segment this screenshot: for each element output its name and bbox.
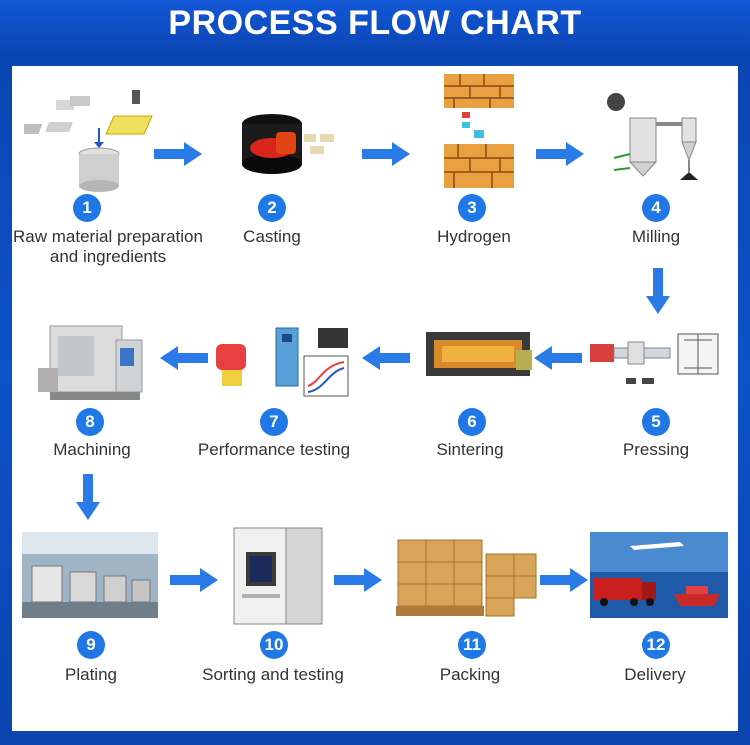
arrow-down-1 bbox=[646, 268, 670, 314]
delivery-illustration bbox=[590, 532, 728, 618]
step-11-label: Packing bbox=[439, 665, 501, 684]
packing-illustration bbox=[396, 539, 537, 617]
step-8-label: Machining bbox=[53, 440, 131, 459]
step-11-badge: 11 bbox=[458, 631, 486, 659]
sintering-illustration bbox=[426, 332, 532, 376]
step-6-badge: 6 bbox=[458, 408, 486, 436]
casting-illustration bbox=[242, 114, 334, 174]
step-1-label: Raw material preparation and ingredients bbox=[8, 227, 208, 267]
arrow-down-2 bbox=[76, 474, 100, 520]
step-4-badge: 4 bbox=[642, 194, 670, 222]
arrow-left-1 bbox=[534, 346, 582, 370]
step-10-label: Sorting and testing bbox=[202, 665, 344, 684]
step-2-label: Casting bbox=[243, 227, 301, 246]
step-12-badge: 12 bbox=[642, 631, 670, 659]
machining-illustration bbox=[38, 325, 143, 400]
arrow-left-2 bbox=[362, 346, 410, 370]
flow-panel: 1 Raw material preparation and ingredien… bbox=[12, 66, 738, 731]
hydrogen-illustration bbox=[444, 74, 514, 188]
sorting-testing-illustration bbox=[233, 527, 323, 625]
title-bar: PROCESS FLOW CHART bbox=[0, 0, 750, 54]
arrow-right-3 bbox=[536, 142, 584, 166]
step-1-badge: 1 bbox=[73, 194, 101, 222]
step-5-badge: 5 bbox=[642, 408, 670, 436]
step-9-badge: 9 bbox=[77, 631, 105, 659]
step-7-badge: 7 bbox=[260, 408, 288, 436]
arrow-right-6 bbox=[540, 568, 588, 592]
step-4-label: Milling bbox=[631, 227, 681, 246]
step-7-label: Performance testing bbox=[197, 440, 351, 459]
pressing-illustration bbox=[590, 333, 719, 384]
arrow-right-5 bbox=[334, 568, 382, 592]
step-12-label: Delivery bbox=[624, 665, 686, 684]
arrow-left-3 bbox=[160, 346, 208, 370]
step-6-label: Sintering bbox=[436, 440, 504, 459]
step-3-badge: 3 bbox=[458, 194, 486, 222]
arrow-right-4 bbox=[170, 568, 218, 592]
step-8-badge: 8 bbox=[76, 408, 104, 436]
milling-illustration bbox=[607, 93, 698, 180]
step-9-label: Plating bbox=[65, 665, 117, 684]
step-5-label: Pressing bbox=[622, 440, 690, 459]
arrow-right-2 bbox=[362, 142, 410, 166]
step-1-label-line2: and ingredients bbox=[49, 247, 167, 266]
step-10-badge: 10 bbox=[260, 631, 288, 659]
arrow-right-1 bbox=[154, 142, 202, 166]
step-3-label: Hydrogen bbox=[437, 227, 511, 246]
page-title: PROCESS FLOW CHART bbox=[168, 4, 582, 42]
raw-material-illustration bbox=[24, 90, 153, 192]
performance-testing-illustration bbox=[216, 327, 349, 397]
step-1-label-line1: Raw material preparation bbox=[13, 227, 203, 246]
plating-illustration bbox=[22, 532, 158, 618]
step-2-badge: 2 bbox=[258, 194, 286, 222]
